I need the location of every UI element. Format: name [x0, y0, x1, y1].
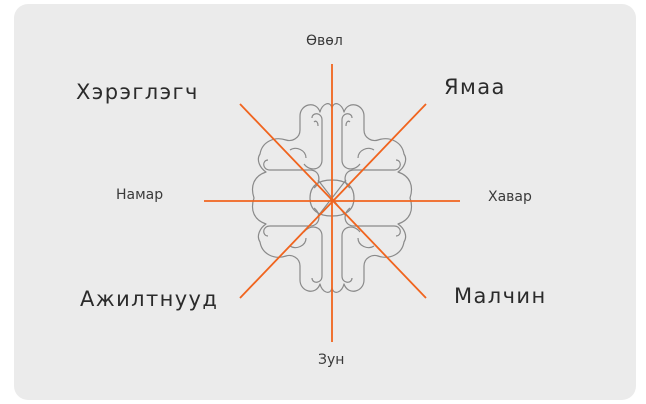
- compass-lines: [204, 64, 460, 342]
- label-top: Өвөл: [306, 33, 343, 49]
- label-bottom-right: Малчин: [454, 284, 547, 308]
- label-right: Хавар: [488, 189, 532, 205]
- label-top-right: Ямаа: [444, 75, 506, 99]
- label-top-left: Хэрэглэгч: [76, 80, 199, 104]
- label-left: Намар: [116, 187, 163, 203]
- label-bottom: Зун: [318, 352, 344, 368]
- label-bottom-left: Ажилтнууд: [80, 287, 218, 311]
